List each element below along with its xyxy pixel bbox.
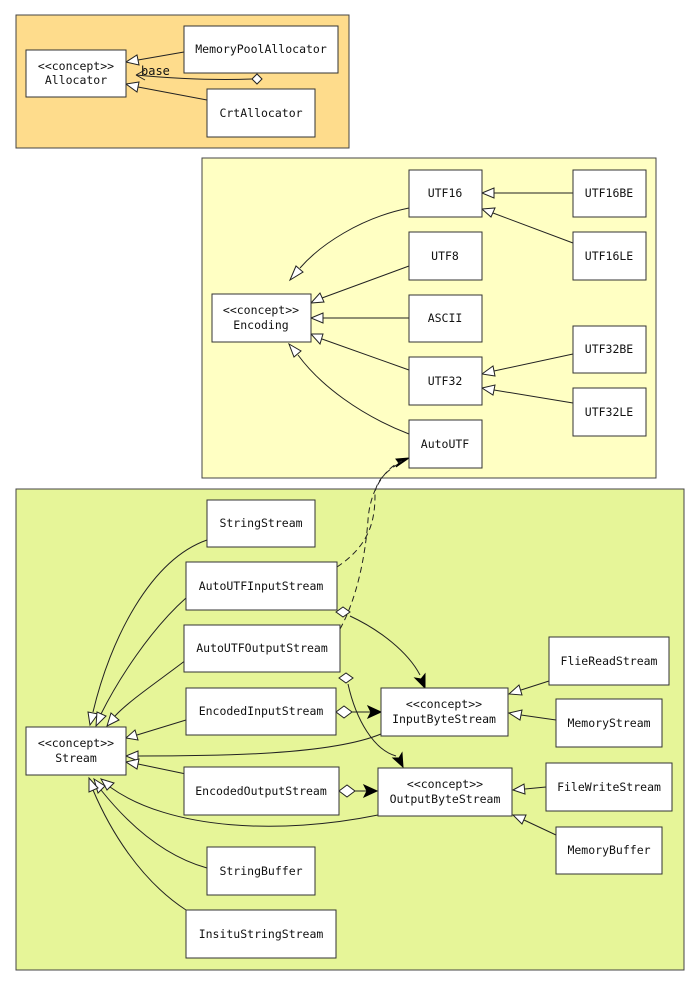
svg-text:UTF32LE: UTF32LE [585,405,634,419]
node-ascii: ASCII [408,294,483,343]
node-autoutfinputstream: AutoUTFInputStream [185,561,338,611]
edge-insitustringstream-stream [88,776,187,911]
edge-utf32-encoding [309,333,410,371]
node-utf32be: UTF32BE [572,325,647,374]
edge-encodedinputstream-stream [124,719,187,741]
svg-text:AutoUTFOutputStream: AutoUTFOutputStream [196,641,328,655]
edge-autoutfoutputstream-outputbytestream [338,672,404,769]
svg-text:UTF32BE: UTF32BE [585,342,634,356]
svg-text:InputByteStream: InputByteStream [392,712,496,726]
svg-text:FlieReadStream: FlieReadStream [561,654,658,668]
svg-text:StringBuffer: StringBuffer [219,864,302,878]
svg-text:MemoryPoolAllocator: MemoryPoolAllocator [195,42,327,56]
node-utf8: UTF8 [408,231,483,281]
edge-utf16le-utf16 [480,207,574,244]
svg-text:CrtAllocator: CrtAllocator [219,106,302,120]
svg-text:EncodedOutputStream: EncodedOutputStream [195,784,327,798]
edge-encodedoutputstream-stream [124,758,187,775]
edge-crtallocator-allocator [124,81,208,101]
svg-text:<<concept>>: <<concept>> [38,736,114,750]
edge-filewritestream-outputbytestream [511,783,547,795]
svg-text:MemoryStream: MemoryStream [567,716,650,730]
edge-utf32be-utf32 [480,353,574,377]
node-memorystream: MemoryStream [555,698,663,748]
svg-text:OutputByteStream: OutputByteStream [390,792,501,806]
svg-text:EncodedInputStream: EncodedInputStream [199,704,324,718]
svg-text:<<concept>>: <<concept>> [407,777,483,791]
edge-memorypoolallocator-base-allocator [135,69,263,85]
node-utf16be: UTF16BE [572,169,647,218]
node-crtallocator: CrtAllocator [206,88,316,138]
svg-text:UTF8: UTF8 [431,249,459,263]
node-utf32le: UTF32LE [572,387,647,437]
edge-inputbytestream-stream [124,733,382,762]
edge-stringstream-stream [87,539,208,727]
svg-text:<<concept>>: <<concept>> [38,59,114,73]
edge-utf16be-utf16 [480,187,573,199]
node-autoutf: AutoUTF [408,419,483,469]
svg-text:MemoryBuffer: MemoryBuffer [567,843,650,857]
node-autoutfoutputstream: AutoUTFOutputStream [183,624,341,673]
node-encodedoutputstream: EncodedOutputStream [183,766,340,816]
svg-text:ASCII: ASCII [428,311,463,325]
edge-memorybuffer-outputbytestream [511,814,557,836]
node-inputbytestream: <<concept>> InputByteStream [380,687,509,737]
node-insitustringstream: InsituStringStream [185,909,337,959]
node-stringstream: StringStream [206,499,316,548]
edge-autoutfoutputstream-stream [106,659,187,727]
edge-autoutfinputstream-inputbytestream [335,606,426,690]
edge-encodedinputstream-inputbytestream [335,704,383,720]
edge-utf32le-utf32 [480,384,574,404]
edge-autoutfoutputstream-autoutf [339,460,403,630]
node-allocator: <<concept>> Allocator [25,49,127,98]
edge-autoutfinputstream-stream [95,597,187,728]
edge-utf16-encoding [288,207,410,282]
node-memorybuffer: MemoryBuffer [555,826,663,875]
node-memorypoolallocator: MemoryPoolAllocator [183,25,339,74]
svg-text:Encoding: Encoding [233,318,288,332]
edge-ascii-encoding [309,312,409,324]
svg-text:<<concept>>: <<concept>> [406,697,482,711]
node-utf32: UTF32 [408,356,483,406]
edge-autoutf-encoding [288,342,410,435]
edge-memorystream-inputbytestream [507,709,557,721]
edge-memorypoolallocator-allocator [124,51,185,66]
svg-text:FileWriteStream: FileWriteStream [557,780,661,794]
svg-text:InsituStringStream: InsituStringStream [199,927,324,941]
svg-text:UTF16: UTF16 [428,186,463,200]
edge-utf8-encoding [309,265,410,304]
edge-encodedoutputstream-outputbytestream [338,783,379,799]
node-fliereadstream: FlieReadStream [548,636,670,686]
node-encoding: <<concept>> Encoding [211,293,312,343]
svg-text:UTF32: UTF32 [428,374,463,388]
node-utf16le: UTF16LE [572,231,647,281]
svg-text:AutoUTFInputStream: AutoUTFInputStream [199,579,324,593]
svg-text:UTF16BE: UTF16BE [585,186,634,200]
node-filewritestream: FileWriteStream [545,762,673,812]
edge-fliereadstream-inputbytestream [507,680,550,696]
svg-text:UTF16LE: UTF16LE [585,249,634,263]
edge-autoutfinputstream-autoutf [336,457,411,568]
node-utf16: UTF16 [408,169,483,218]
svg-text:Stream: Stream [55,751,97,765]
node-encodedinputstream: EncodedInputStream [185,687,337,736]
svg-text:Allocator: Allocator [45,73,107,87]
svg-text:StringStream: StringStream [219,516,302,530]
node-stringbuffer: StringBuffer [206,846,316,896]
svg-text:AutoUTF: AutoUTF [421,437,470,451]
edge-outputbytestream-stream [99,778,379,827]
node-stream: <<concept>> Stream [25,726,127,776]
edge-label-base: base [141,64,170,78]
node-outputbytestream: <<concept>> OutputByteStream [377,767,513,817]
svg-text:<<concept>>: <<concept>> [223,303,299,317]
